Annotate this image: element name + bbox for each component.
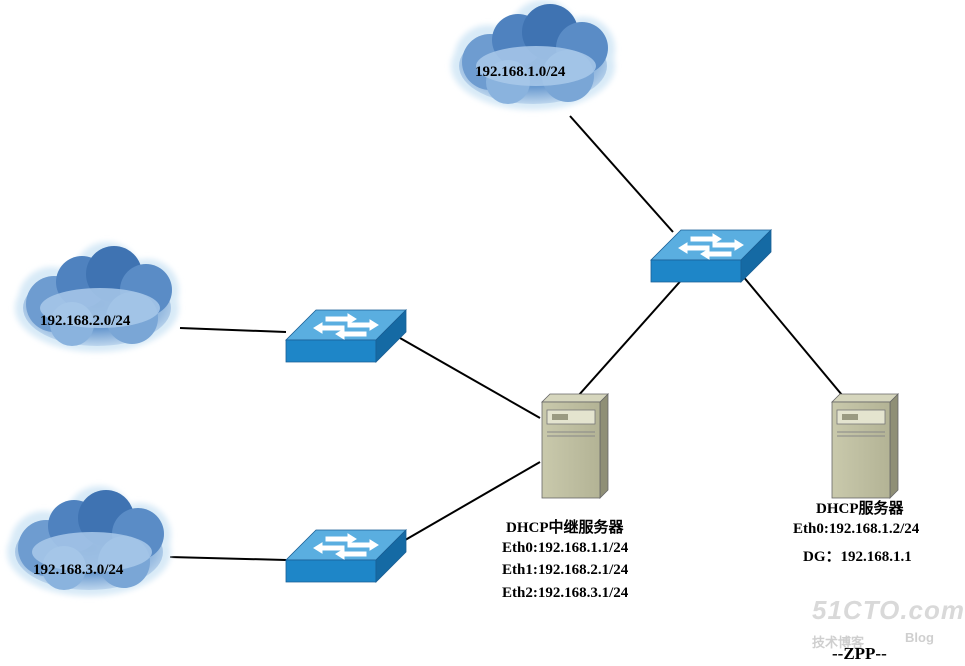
relay-title: DHCP中继服务器 (506, 520, 624, 536)
server-icon (541, 393, 609, 499)
relay-eth0: Eth0:192.168.1.1/24 (502, 540, 629, 556)
switch-icon (285, 309, 407, 363)
link-core-switch-to-dhcp-server (741, 274, 843, 396)
switch-icon (285, 529, 407, 583)
cloud-icon (451, 0, 615, 110)
network-label-3: 192.168.3.0/24 (33, 562, 124, 578)
server-icon (831, 393, 899, 499)
watermark-logo: 51CTO.com (812, 595, 965, 625)
relay-eth1: Eth1:192.168.2.1/24 (502, 562, 629, 578)
link-net1-to-core-switch (569, 115, 674, 233)
switch-icon (650, 229, 772, 283)
link-lines (169, 115, 843, 561)
watermark-blog: Blog (905, 630, 934, 645)
network-label-1: 192.168.1.0/24 (475, 64, 566, 80)
server-eth0: Eth0:192.168.1.2/24 (793, 521, 920, 537)
link-core-switch-to-relay (577, 275, 686, 397)
link-net2-to-switch (179, 327, 287, 333)
watermark-tagline: 技术博客 (812, 635, 865, 650)
relay-eth2: Eth2:192.168.3.1/24 (502, 585, 629, 601)
link-net3-to-switch (169, 556, 287, 561)
cloud-icon (7, 486, 171, 596)
cloud-icon (15, 242, 179, 352)
server-dg: DG：192.168.1.1 (803, 549, 912, 565)
link-switch2-to-relay (399, 337, 541, 419)
network-label-2: 192.168.2.0/24 (40, 313, 131, 329)
server-title: DHCP服务器 (816, 501, 904, 517)
author-signature: --ZPP-- (832, 644, 887, 663)
link-switch3-to-relay (399, 461, 541, 544)
